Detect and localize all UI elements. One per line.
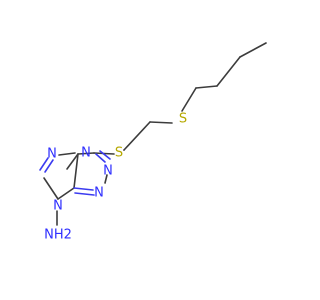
bond-c1-c2 — [239, 42, 267, 58]
molecule-diagram: S S N N N N N NH2 — [39, 42, 267, 243]
sulfur-atom-1: S — [179, 112, 187, 127]
nitrogen-atom-2: N — [81, 146, 91, 161]
molecule-structure: S S N N N N N NH2 — [39, 42, 267, 243]
nitrogen-atom-4: N — [53, 199, 63, 214]
bond-c8-n5-double-2 — [74, 192, 95, 196]
nitrogen-atom-1: N — [47, 147, 57, 162]
nitrogen-atom-5: N — [94, 186, 104, 201]
bond-n1-c9-double-2 — [39, 157, 49, 171]
bond-s1-c5 — [149, 121, 173, 124]
bond-c7-n2 — [77, 152, 95, 155]
bond-c8-n5-double — [73, 187, 94, 191]
bond-n3-c7-double — [95, 153, 106, 163]
bond-c4-s1 — [181, 87, 197, 112]
bond-n3-c7-double-2 — [99, 150, 111, 160]
sulfur-atom-2: S — [115, 146, 123, 161]
bond-c8-n2b — [73, 153, 79, 189]
bond-c2-c3 — [216, 56, 241, 87]
nitrogen-atom-3: N — [103, 164, 113, 179]
amino-group: NH2 — [44, 228, 72, 243]
bond-c3-c4 — [195, 85, 218, 89]
bond-n2-n1 — [58, 152, 76, 156]
bond-n1-c9-double — [44, 159, 54, 173]
bond-c9-n4 — [43, 177, 59, 200]
bond-c5-c6 — [123, 121, 151, 151]
bond-n5-n3 — [104, 174, 108, 184]
bond-n4-c8 — [57, 187, 75, 200]
bond-n2-c8 — [66, 153, 79, 170]
